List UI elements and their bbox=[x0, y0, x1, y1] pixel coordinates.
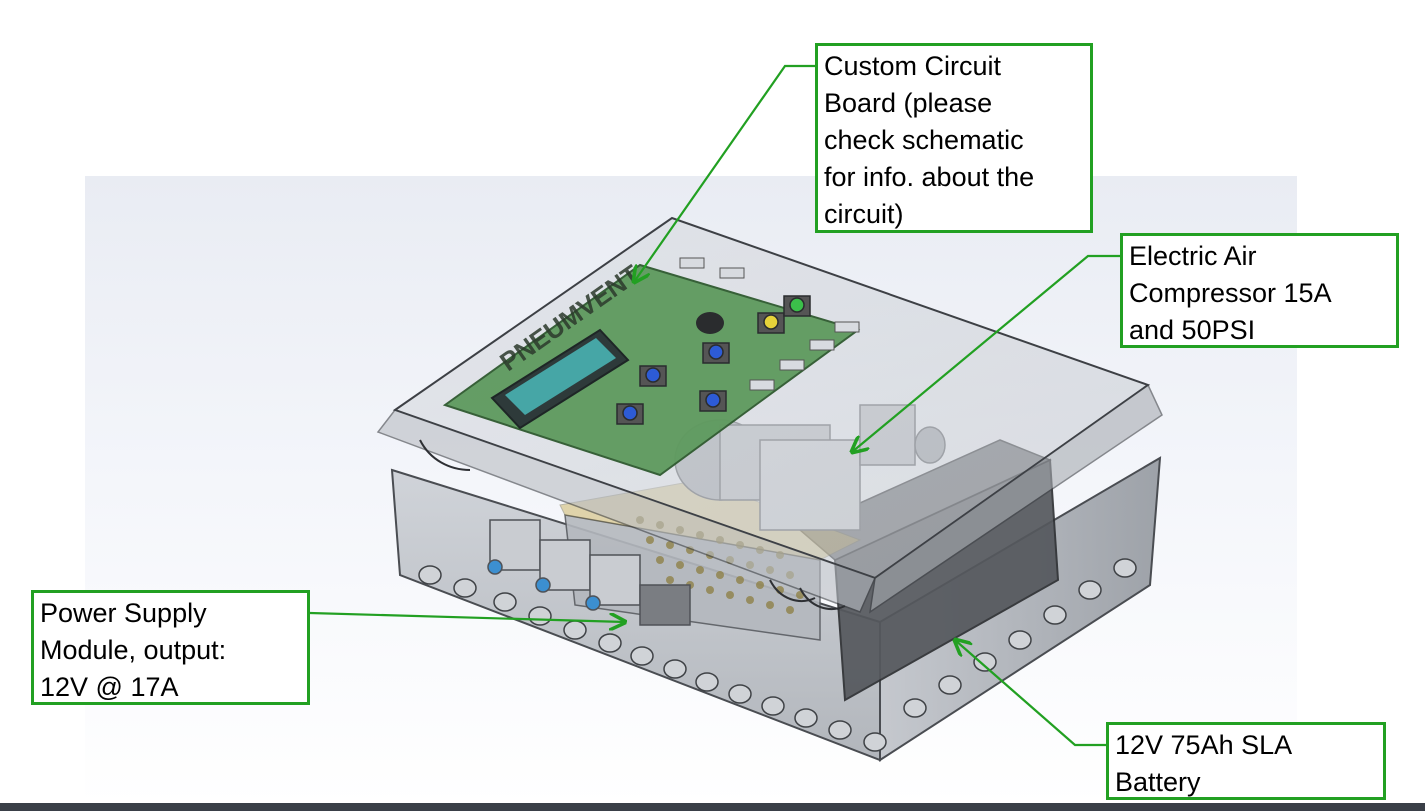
pushbuttons bbox=[616, 295, 811, 425]
buzzer bbox=[696, 312, 724, 334]
callout-line: Custom Circuit bbox=[824, 51, 1002, 81]
callout-air-compressor: Electric Air Compressor 15A and 50PSI bbox=[1120, 233, 1399, 348]
callout-line: Battery bbox=[1115, 767, 1201, 797]
callout-battery: 12V 75Ah SLA Battery bbox=[1106, 722, 1386, 800]
callout-line: Compressor 15A bbox=[1129, 278, 1332, 308]
callout-line: 12V @ 17A bbox=[40, 672, 179, 702]
callout-line: Power Supply bbox=[40, 598, 207, 628]
callout-circuit-board: Custom Circuit Board (please check schem… bbox=[815, 43, 1093, 233]
callout-line: and 50PSI bbox=[1129, 315, 1256, 345]
callout-line: Board (please bbox=[824, 88, 993, 118]
callout-line: check schematic bbox=[824, 125, 1024, 155]
callout-line: Electric Air bbox=[1129, 241, 1257, 271]
window-bottom-edge bbox=[0, 803, 1425, 811]
callout-line: for info. about the bbox=[824, 162, 1035, 192]
callout-line: circuit) bbox=[824, 199, 904, 229]
valve-blocks bbox=[487, 519, 691, 626]
callout-power-supply: Power Supply Module, output: 12V @ 17A bbox=[31, 590, 310, 705]
callout-line: 12V 75Ah SLA bbox=[1115, 730, 1293, 760]
callout-line: Module, output: bbox=[40, 635, 227, 665]
